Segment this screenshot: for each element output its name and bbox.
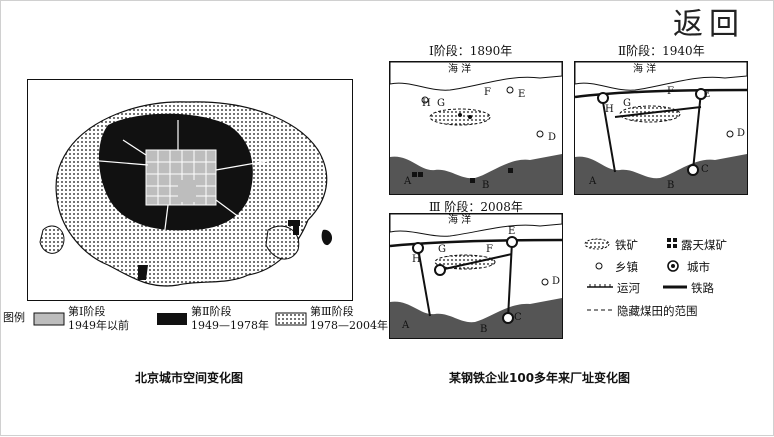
stage1-label-a: A: [404, 176, 412, 187]
beijing-map-graphic: [39, 101, 333, 287]
stage2-label-a: A: [589, 176, 597, 187]
stage1-sea-label: 海 洋: [448, 64, 472, 75]
legend-railway: 铁路: [691, 281, 714, 295]
stage3-label-d: D: [552, 276, 561, 287]
stage2-label-e: E: [703, 89, 711, 100]
stage1-label-h: H: [422, 98, 431, 109]
stage3-sea-label: 海 洋: [448, 215, 472, 226]
beijing-caption: 北京城市空间变化图: [135, 371, 244, 385]
legend-title: 图例: [3, 311, 25, 324]
legend-stage3-period: 1978—2004年: [310, 319, 388, 332]
stage3-label-f: F: [486, 244, 493, 255]
legend-stage1-name: 第Ⅰ阶段: [68, 305, 106, 318]
stage3-label-e: E: [508, 226, 516, 237]
stage3-label-a: A: [402, 320, 410, 331]
legend-canal: 运河: [617, 281, 640, 295]
stage1-label-g: G: [437, 98, 445, 109]
legend-swatch-stage1: [33, 312, 65, 326]
stage2-label-c: C: [701, 164, 709, 175]
legend-stage3-name: 第Ⅲ阶段: [310, 305, 354, 318]
legend-hidden-coal: 隐藏煤田的范围: [617, 304, 698, 318]
legend-swatch-stage3: [275, 312, 307, 326]
stage2-map: 海 洋 H G F E D C A B: [574, 61, 748, 195]
legend-swatch-stage2: [157, 313, 187, 325]
legend-stage2-name: 第Ⅱ阶段: [191, 305, 232, 318]
canal-icon: [587, 284, 613, 288]
stage1-title: Ⅰ阶段：1890年: [429, 44, 513, 58]
stage1-label-d: D: [548, 132, 557, 143]
stage3-label-g: G: [438, 244, 446, 255]
legend-stage2-period: 1949—1978年: [191, 319, 269, 332]
legend-town: 乡镇: [615, 260, 638, 274]
legend-city: 城市: [687, 260, 710, 274]
stage3-map: 海 洋 H G F E D C A B: [389, 213, 563, 339]
stage2-label-b: B: [667, 180, 675, 191]
legend-stage1-period: 1949年以前: [68, 319, 129, 332]
legend-iron-ore: 铁矿: [615, 238, 638, 252]
city-icon: [667, 260, 679, 272]
stage2-sea-label: 海 洋: [633, 64, 657, 75]
legend-open-pit-coal: 露天煤矿: [681, 238, 727, 252]
stage1-label-f: F: [484, 87, 491, 98]
iron-ore-icon: [584, 238, 610, 250]
stage2-title: Ⅱ阶段：1940年: [618, 44, 705, 58]
stage3-label-b: B: [480, 324, 488, 335]
open-pit-coal-icon: [667, 238, 677, 248]
steel-caption: 某钢铁企业100多年来厂址变化图: [449, 371, 631, 385]
back-button[interactable]: 返回: [673, 7, 745, 42]
stage2-label-d: D: [737, 128, 746, 139]
stage3-title: Ⅲ 阶段：2008年: [429, 200, 523, 214]
stage1-label-b: B: [482, 180, 490, 191]
stage3-label-c: C: [514, 312, 522, 323]
stage2-label-g: G: [623, 98, 631, 109]
town-icon: [595, 262, 603, 270]
stage1-label-e: E: [518, 89, 526, 100]
stage3-label-h: H: [412, 254, 421, 265]
stage2-label-h: H: [605, 104, 614, 115]
stage1-map: 海 洋 H G F E D A B: [389, 61, 563, 195]
beijing-map: [27, 79, 353, 301]
stage2-label-f: F: [667, 86, 674, 97]
